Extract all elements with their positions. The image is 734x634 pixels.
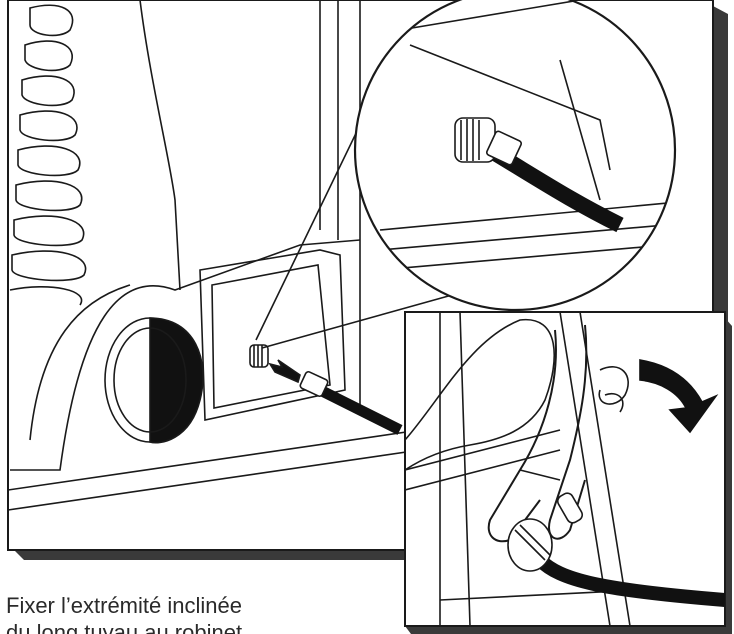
zoom-leader-line	[261, 289, 471, 349]
hand	[405, 318, 555, 471]
exhaust-vent	[104, 317, 204, 444]
zoom-callout	[353, 0, 677, 312]
hose-fitting-icon	[249, 344, 269, 368]
instruction-caption: Fixer l’extrémité inclinée du long tuyau…	[6, 592, 398, 634]
caption-line-1: Fixer l’extrémité inclinée	[6, 593, 242, 618]
push-arrow-icon	[268, 359, 301, 384]
pliers-inset	[404, 311, 732, 634]
rotation-arrow-icon	[639, 359, 719, 434]
vent-grille	[8, 0, 87, 320]
zoom-leader-line	[255, 124, 361, 341]
caption-line-2: du long tuyau au robinet	[6, 620, 243, 634]
dryer-cabinet	[8, 0, 421, 511]
pliers-icon	[487, 324, 629, 572]
water-hose	[299, 370, 403, 435]
